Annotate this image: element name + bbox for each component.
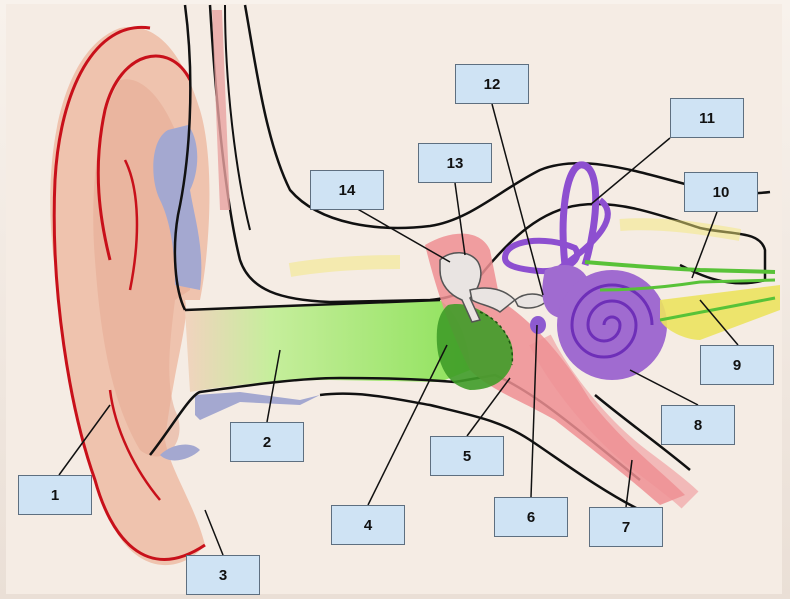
label-9: 9 (700, 345, 774, 385)
label-1: 1 (18, 475, 92, 515)
label-13: 13 (418, 143, 492, 183)
label-5: 5 (430, 436, 504, 476)
label-10: 10 (684, 172, 758, 212)
label-2: 2 (230, 422, 304, 462)
label-4: 4 (331, 505, 405, 545)
yellow-highlight (290, 262, 400, 270)
round-window (530, 316, 546, 334)
label-6: 6 (494, 497, 568, 537)
label-11: 11 (670, 98, 744, 138)
label-3: 3 (186, 555, 260, 595)
label-8: 8 (661, 405, 735, 445)
label-12: 12 (455, 64, 529, 104)
label-7: 7 (589, 507, 663, 547)
label-14: 14 (310, 170, 384, 210)
